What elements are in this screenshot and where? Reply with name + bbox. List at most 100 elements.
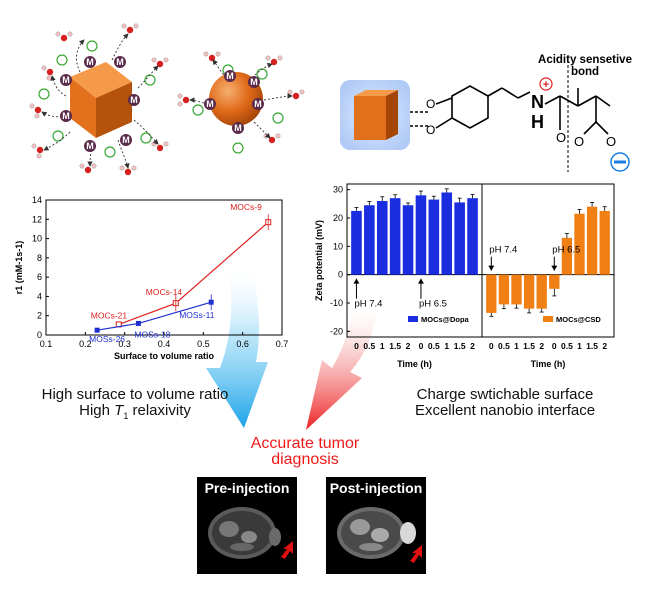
y-tick-label: 30 bbox=[333, 185, 343, 195]
metal-label: M bbox=[254, 99, 262, 109]
ph-label: pH 7.4 bbox=[354, 299, 382, 310]
y-tick-label: 0 bbox=[338, 270, 343, 280]
y-tick-label: 0 bbox=[37, 330, 42, 340]
x-tick-label: 0.3 bbox=[118, 339, 131, 349]
exchange-arrows bbox=[41, 33, 293, 169]
zeta-bar bbox=[454, 202, 465, 275]
zeta-bar bbox=[351, 210, 362, 275]
coated-cube bbox=[340, 80, 410, 150]
metal-markers: M M M M M M M M M M M M bbox=[60, 56, 264, 152]
x-tick-label: 0.5 bbox=[498, 341, 510, 351]
svg-text:O: O bbox=[574, 134, 584, 149]
mri-post-label: Post-injection bbox=[329, 480, 423, 496]
right-caption-line1: Charge swtichable surface bbox=[416, 386, 594, 403]
metal-label: M bbox=[130, 95, 138, 105]
zeta-bar bbox=[467, 198, 478, 275]
svg-text:O: O bbox=[426, 123, 435, 137]
ph-arrow-head bbox=[417, 278, 424, 284]
x-tick-label: 1 bbox=[514, 341, 519, 351]
zeta-bar bbox=[428, 199, 440, 275]
zeta-bar bbox=[389, 198, 401, 275]
left-caption: High surface to volume ratio High T1 rel… bbox=[20, 387, 250, 424]
water-molecules bbox=[29, 23, 305, 176]
center-caption: Accurate tumor diagnosis bbox=[230, 436, 380, 468]
zeta-bar bbox=[549, 274, 560, 289]
center-caption-line2: diagnosis bbox=[271, 451, 339, 468]
metal-label: M bbox=[234, 123, 242, 133]
x-tick-label: 1 bbox=[444, 341, 449, 351]
y-axis-label: r1 (mM-1s-1) bbox=[14, 241, 24, 295]
zeta-bar bbox=[523, 274, 535, 309]
x-axis-label: Time (h) bbox=[531, 359, 566, 369]
legend-label: MOCs@Dopa bbox=[421, 315, 470, 324]
x-tick-label: 2 bbox=[602, 341, 607, 351]
x-tick-label: 1.5 bbox=[523, 341, 535, 351]
x-tick-label: 0.5 bbox=[561, 341, 573, 351]
zeta-bar bbox=[498, 274, 510, 305]
y-tick-label: 4 bbox=[37, 291, 42, 301]
y-tick-label: 20 bbox=[333, 213, 343, 223]
metal-label: M bbox=[122, 135, 130, 145]
acidity-label: Acidity sensetive bond bbox=[538, 54, 632, 78]
y-tick-label: 14 bbox=[32, 195, 42, 205]
positive-charge-icon bbox=[539, 77, 553, 91]
zeta-bar bbox=[574, 213, 585, 275]
y-axis-label: Zeta potential (mV) bbox=[314, 220, 324, 301]
x-tick-label: 0.1 bbox=[40, 339, 53, 349]
negative-charge-sign bbox=[614, 160, 626, 164]
data-label: MOSs-26 bbox=[89, 334, 125, 344]
x-tick-label: 1.5 bbox=[454, 341, 466, 351]
legend-swatch bbox=[543, 316, 553, 322]
left-caption-line1: High surface to volume ratio bbox=[41, 386, 229, 403]
data-point bbox=[94, 327, 100, 333]
zeta-bar bbox=[402, 205, 414, 275]
svg-text:O: O bbox=[426, 97, 435, 111]
cube-particle bbox=[70, 62, 132, 138]
zeta-bar bbox=[486, 274, 497, 313]
y-tick-label: 10 bbox=[333, 241, 343, 251]
red-arrow bbox=[306, 300, 378, 430]
ph-arrow-head bbox=[551, 265, 558, 271]
x-tick-label: 0.7 bbox=[276, 339, 289, 349]
zeta-bar bbox=[536, 274, 547, 309]
zeta-bar bbox=[586, 206, 598, 275]
x-tick-label: 2 bbox=[539, 341, 544, 351]
data-label: MOCs-9 bbox=[230, 202, 262, 212]
x-tick-label: 1.5 bbox=[586, 341, 598, 351]
zeta-bar bbox=[415, 195, 427, 275]
svg-text:O: O bbox=[606, 134, 616, 149]
x-tick-label: 0.4 bbox=[158, 339, 171, 349]
left-caption-line2: High T1 relaxivity bbox=[79, 402, 191, 422]
legend-swatch bbox=[408, 316, 418, 322]
svg-text:H: H bbox=[531, 112, 544, 132]
ph-label: pH 6.5 bbox=[552, 245, 580, 256]
metal-label: M bbox=[62, 111, 70, 121]
zeta-bar bbox=[364, 205, 375, 275]
svg-text:N: N bbox=[531, 92, 544, 112]
data-point bbox=[135, 320, 141, 326]
x-tick-label: 0 bbox=[354, 341, 359, 351]
x-tick-label: 0 bbox=[489, 341, 494, 351]
x-tick-label: 1.5 bbox=[389, 341, 401, 351]
ph-arrow-head bbox=[488, 265, 495, 271]
y-tick-label: 2 bbox=[37, 311, 42, 321]
plot-frame bbox=[346, 183, 615, 338]
x-axis-label: Surface to volume ratio bbox=[114, 351, 215, 361]
metal-label: M bbox=[86, 57, 94, 67]
x-tick-label: 0.5 bbox=[197, 339, 210, 349]
mri-post: Post-injection bbox=[326, 477, 426, 574]
ph-label: pH 6.5 bbox=[419, 299, 447, 310]
metal-label: M bbox=[86, 141, 94, 151]
zeta-bar bbox=[441, 192, 453, 275]
mri-pre-label: Pre-injection bbox=[204, 480, 290, 496]
x-tick-label: 0 bbox=[419, 341, 424, 351]
data-label: MOSs-18 bbox=[134, 329, 170, 339]
ph-label: pH 7.4 bbox=[489, 245, 517, 256]
y-tick-label: -10 bbox=[330, 298, 343, 308]
zeta-bar bbox=[376, 201, 388, 275]
x-tick-label: 2 bbox=[406, 341, 411, 351]
red-arrow-icon bbox=[281, 541, 293, 559]
blue-arrow bbox=[206, 262, 268, 428]
